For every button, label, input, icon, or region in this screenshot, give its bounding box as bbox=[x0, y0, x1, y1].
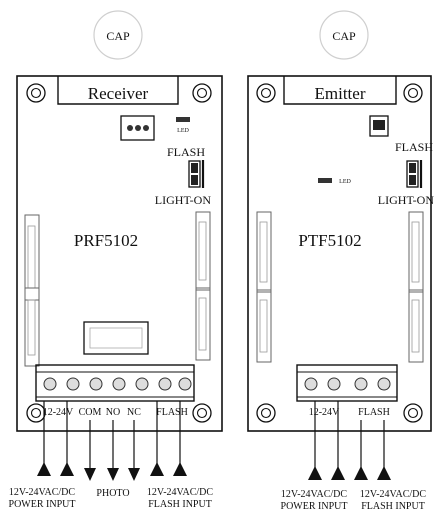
receiver-power-input-line1: 12V-24VAC/DC bbox=[9, 487, 75, 498]
emitter-power-input-line2: POWER INPUT bbox=[281, 501, 348, 512]
emitter-connector bbox=[369, 115, 389, 137]
emitter-bottom-labels: 12V-24VAC/DC POWER INPUT 12V-24VAC/DC FL… bbox=[281, 489, 427, 512]
receiver-title: Receiver bbox=[88, 84, 149, 103]
receiver-terminal-com: COM bbox=[79, 407, 102, 418]
receiver-connector bbox=[120, 115, 155, 141]
receiver-photo-label: PHOTO bbox=[96, 488, 129, 499]
emitter-right-coil bbox=[408, 211, 424, 363]
receiver-flash-input-line2: FLASH INPUT bbox=[148, 499, 212, 510]
svg-text:CAP: CAP bbox=[106, 29, 130, 43]
emitter-terminal-v: 12-24V bbox=[309, 407, 340, 418]
emitter-left-coil bbox=[256, 211, 272, 363]
receiver-title-notch bbox=[57, 76, 179, 105]
emitter-model: PTF5102 bbox=[298, 231, 361, 250]
emitter-cap: CAP bbox=[319, 10, 369, 60]
receiver-light-on-label: LIGHT-ON bbox=[155, 193, 212, 207]
receiver-bottom-labels: 12V-24VAC/DC POWER INPUT PHOTO 12V-24VAC… bbox=[9, 487, 214, 510]
emitter-flash-input-line2: FLASH INPUT bbox=[361, 501, 425, 512]
svg-text:LED: LED bbox=[177, 128, 189, 134]
receiver-model: PRF5102 bbox=[74, 231, 138, 250]
emitter-title: Emitter bbox=[315, 84, 366, 103]
emitter-power-input-line1: 12V-24VAC/DC bbox=[281, 489, 347, 500]
receiver-mount-hole-bottom-right bbox=[192, 403, 212, 423]
emitter-wires bbox=[314, 401, 385, 474]
receiver-terminal-flash: FLASH bbox=[156, 407, 188, 418]
receiver-jumper bbox=[188, 160, 205, 188]
svg-text:LED: LED bbox=[339, 179, 351, 185]
emitter-arrows bbox=[308, 466, 391, 480]
emitter-title-notch bbox=[283, 76, 397, 105]
emitter-mount-hole-bottom-right bbox=[403, 403, 423, 423]
receiver-terminal-no: NO bbox=[106, 407, 120, 418]
receiver-board: Receiver LED FL bbox=[16, 75, 223, 432]
emitter-board: Emitter LED FLASH bbox=[247, 75, 435, 432]
receiver-led: LED bbox=[176, 117, 190, 134]
emitter-flash-input-line1: 12V-24VAC/DC bbox=[360, 489, 426, 500]
emitter-mount-hole-top-left bbox=[256, 83, 276, 103]
svg-text:CAP: CAP bbox=[332, 29, 356, 43]
receiver-power-input-line2: POWER INPUT bbox=[9, 499, 76, 510]
receiver-terminal-block bbox=[35, 364, 195, 402]
emitter-jumper bbox=[406, 160, 423, 188]
receiver-terminal-v: 12-24V bbox=[43, 407, 74, 418]
emitter-mount-hole-top-right bbox=[403, 83, 423, 103]
receiver-flash-label: FLASH bbox=[167, 145, 205, 159]
receiver-cap: CAP bbox=[93, 10, 143, 60]
emitter-light-on-label: LIGHT-ON bbox=[378, 193, 435, 207]
receiver-mount-hole-bottom-left bbox=[26, 403, 46, 423]
receiver-terminal-nc: NC bbox=[127, 407, 141, 418]
receiver-relay bbox=[83, 321, 149, 355]
receiver-mount-hole-top-right bbox=[192, 83, 212, 103]
receiver-flash-input-line1: 12V-24VAC/DC bbox=[147, 487, 213, 498]
receiver-arrows bbox=[37, 462, 187, 481]
receiver-right-coil bbox=[195, 211, 211, 361]
emitter-mount-hole-bottom-left bbox=[256, 403, 276, 423]
receiver-wires bbox=[43, 401, 181, 470]
receiver-left-coil bbox=[24, 214, 40, 367]
receiver-mount-hole-top-left bbox=[26, 83, 46, 103]
emitter-terminal-flash: FLASH bbox=[358, 407, 390, 418]
emitter-terminal-block bbox=[296, 364, 398, 402]
emitter-led: LED bbox=[318, 178, 351, 185]
emitter-flash-label: FLASH bbox=[395, 140, 433, 154]
